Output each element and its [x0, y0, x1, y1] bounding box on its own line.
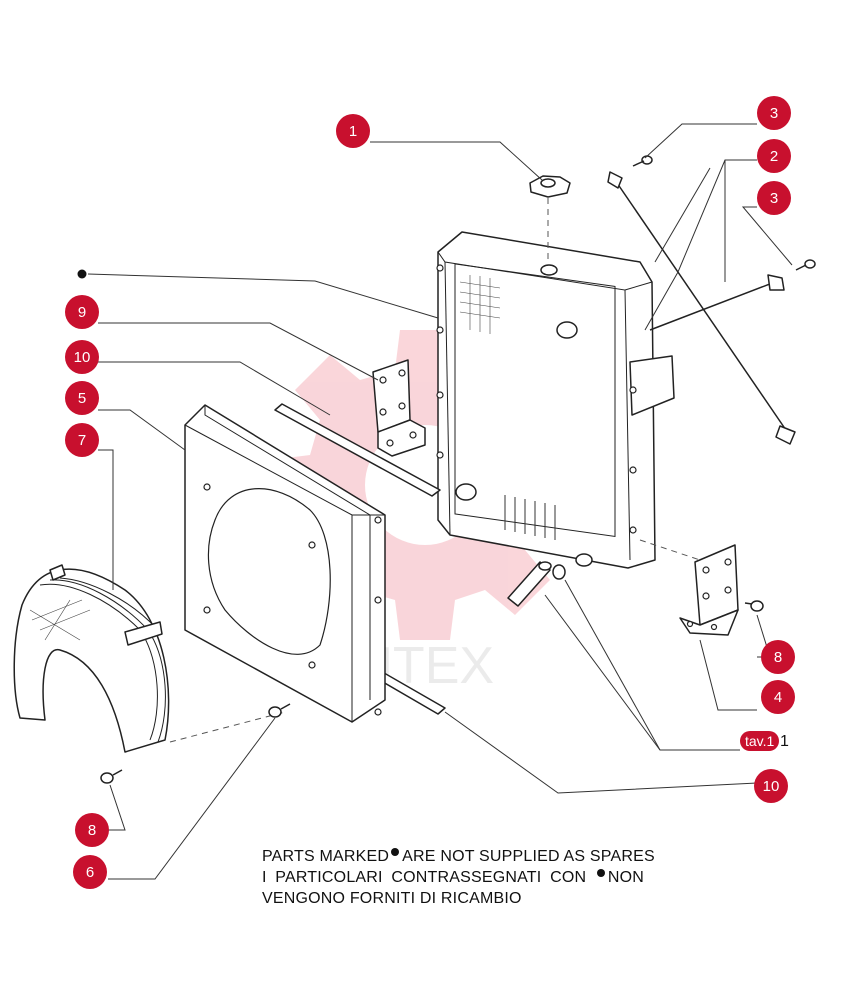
fan-shroud [184, 404, 386, 723]
radiator-cap [529, 175, 571, 198]
callout-badge [761, 640, 795, 674]
note-line-2b: NON [607, 869, 645, 886]
callout-7[interactable]: 7 [65, 423, 99, 457]
callout-badge [73, 855, 107, 889]
callout-label: 8 [774, 649, 782, 666]
callout-label: 5 [78, 390, 86, 407]
callout-badge [757, 96, 791, 130]
bullet-icon [391, 848, 400, 856]
callout-label: 10 [74, 349, 91, 366]
callout-badge [757, 139, 791, 173]
note-line-1a: PARTS MARKED [262, 848, 390, 865]
callout-1[interactable]: 1 [336, 114, 370, 148]
not-supplied-marker-icon [77, 269, 87, 279]
radiator [436, 231, 675, 569]
callout-10[interactable]: 10 [754, 769, 788, 803]
callout-8[interactable]: 8 [75, 813, 109, 847]
callout-label: 6 [86, 864, 94, 881]
callout-badge [65, 381, 99, 415]
bullet-icon [596, 869, 605, 877]
callout-label: 2 [770, 148, 778, 165]
callout-3[interactable]: 3 [757, 181, 791, 215]
callout-3[interactable]: 3 [757, 96, 791, 130]
callout-label: 1 [349, 123, 357, 140]
callout-badge [761, 680, 795, 714]
bracket-right [679, 544, 739, 636]
bracket-left [372, 359, 426, 457]
callout-2[interactable]: 2 [757, 139, 791, 173]
callout-badge [754, 769, 788, 803]
callout-9[interactable]: 9 [65, 295, 99, 329]
tav-badge[interactable]: tav.1 [740, 731, 780, 751]
callout-4[interactable]: 4 [761, 680, 795, 714]
tav-number: 1 [780, 733, 789, 750]
note-line-3: VENGONO FORNITI DI RICAMBIO [262, 890, 522, 907]
callout-6[interactable]: 6 [73, 855, 107, 889]
callout-label: 9 [78, 304, 86, 321]
note-line-2: I PARTICOLARI CONTRASSEGNATI CON NON [262, 867, 655, 888]
callout-badge [336, 114, 370, 148]
callout-label: 8 [88, 822, 96, 839]
callout-badge [65, 423, 99, 457]
callout-badge [757, 181, 791, 215]
note-line-1: PARTS MARKED ARE NOT SUPPLIED AS SPARES [262, 846, 655, 867]
fan-guard [13, 564, 170, 753]
bolt-top [632, 155, 653, 167]
callout-label: 3 [770, 190, 778, 207]
note-line-1b: ARE NOT SUPPLIED AS SPARES [402, 848, 655, 865]
callout-10[interactable]: 10 [65, 340, 99, 374]
callout-8[interactable]: 8 [761, 640, 795, 674]
bolt-side [795, 259, 816, 271]
callout-badge [65, 340, 99, 374]
seal-strip-upper [274, 403, 441, 497]
bolt-guard [100, 769, 123, 784]
hose-clamp [507, 561, 566, 607]
callout-group: 1 3 2 3 9 10 5 7 8 4 10 8 6 [65, 96, 795, 889]
parts-note: PARTS MARKED ARE NOT SUPPLIED AS SPARES I… [262, 846, 655, 909]
tie-rods [607, 171, 796, 445]
bolt-shroud [268, 703, 291, 718]
callout-label: 7 [78, 432, 86, 449]
callout-badge [75, 813, 109, 847]
callout-label: 4 [774, 689, 782, 706]
callout-label: 3 [770, 105, 778, 122]
callout-label: 10 [763, 778, 780, 795]
callout-badge [65, 295, 99, 329]
note-line-2a: I PARTICOLARI CONTRASSEGNATI CON [262, 869, 587, 886]
callout-5[interactable]: 5 [65, 381, 99, 415]
bolt-bracket-right [744, 600, 764, 612]
